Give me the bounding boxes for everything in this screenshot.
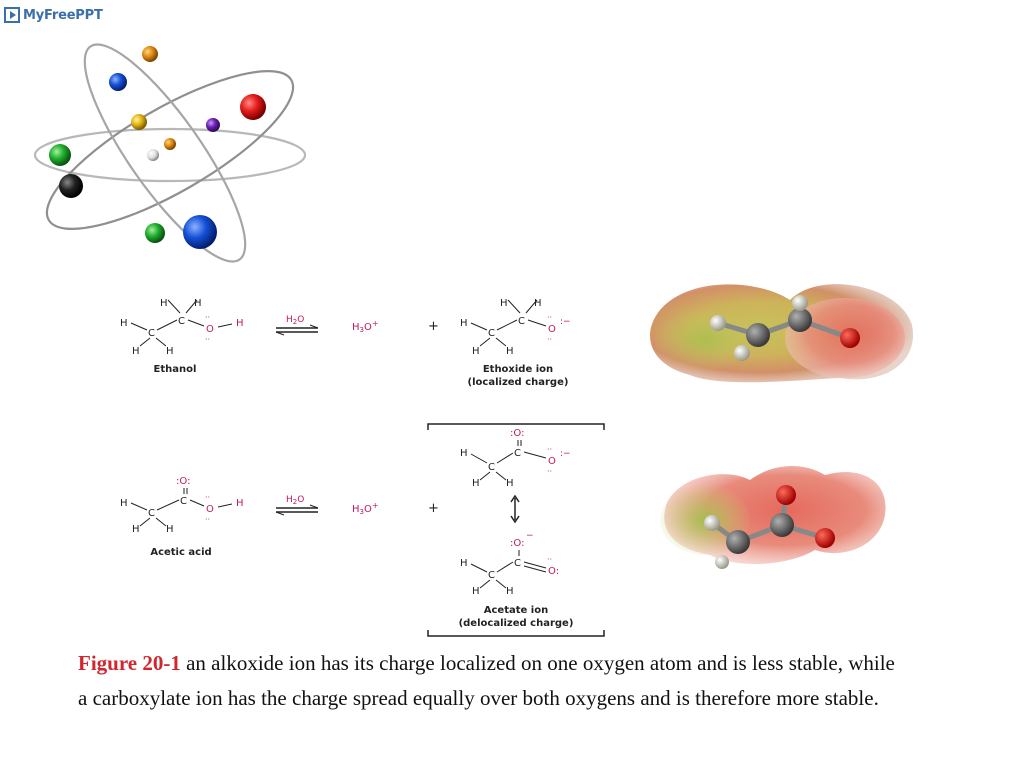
caption-text: an alkoxide ion has its charge localized… — [78, 651, 895, 710]
acetic-acid-label: Acetic acid — [150, 547, 211, 558]
plus-sign-1: + — [428, 319, 439, 334]
svg-text:C: C — [488, 570, 495, 581]
svg-text:··: ·· — [547, 445, 552, 454]
svg-text::−: :− — [560, 317, 571, 327]
svg-text::O:: :O: — [176, 476, 190, 487]
acetate-label: Acetate ion — [484, 605, 548, 616]
svg-text:H: H — [160, 298, 168, 309]
ethoxide-sublabel: (localized charge) — [468, 377, 569, 388]
svg-text:O: O — [206, 504, 214, 515]
svg-text:C: C — [514, 448, 521, 459]
svg-text:··: ·· — [547, 467, 552, 476]
svg-text:··: ·· — [205, 313, 210, 322]
svg-text:H: H — [506, 346, 514, 357]
svg-text:H: H — [472, 346, 480, 357]
figure-caption: Figure 20-1 an alkoxide ion has its char… — [78, 646, 898, 716]
figure-label: Figure 20-1 — [78, 651, 181, 675]
svg-text:C: C — [488, 328, 495, 339]
svg-text:C: C — [488, 462, 495, 473]
svg-text:··: ·· — [205, 515, 210, 524]
svg-text:··: ·· — [547, 313, 552, 322]
svg-text:··: ·· — [547, 555, 552, 564]
svg-text:H: H — [132, 346, 140, 357]
svg-text:H2O: H2O — [286, 495, 304, 506]
svg-text:··: ·· — [205, 493, 210, 502]
acetate-potential-map — [660, 465, 886, 569]
svg-text:··: ·· — [205, 335, 210, 344]
svg-text:H: H — [194, 298, 202, 309]
svg-text:O: O — [206, 324, 214, 335]
svg-text:O: O — [548, 324, 556, 335]
plus-sign-2: + — [428, 501, 439, 516]
svg-text:C: C — [148, 328, 155, 339]
svg-text:H: H — [472, 478, 480, 489]
svg-text:··: ·· — [547, 335, 552, 344]
svg-text:H3O+: H3O+ — [352, 501, 379, 516]
svg-text:C: C — [148, 508, 155, 519]
logo-text: MyFreePPT — [23, 7, 103, 23]
svg-text:H: H — [460, 318, 468, 329]
svg-text:H: H — [460, 558, 468, 569]
ethanol-label: Ethanol — [154, 364, 197, 375]
svg-text:H: H — [166, 346, 174, 357]
svg-text:H: H — [236, 498, 244, 509]
svg-text:O:: O: — [548, 566, 559, 577]
svg-text:H3O+: H3O+ — [352, 319, 379, 334]
svg-text:H: H — [500, 298, 508, 309]
svg-text:C: C — [514, 558, 521, 569]
play-icon — [4, 7, 20, 23]
svg-text:H: H — [506, 586, 514, 597]
svg-text:H: H — [472, 586, 480, 597]
svg-text::O:: :O: — [510, 428, 524, 439]
ethoxide-label: Ethoxide ion — [483, 364, 553, 375]
svg-text:H: H — [120, 498, 128, 509]
svg-text::O:: :O: — [510, 538, 524, 549]
svg-text:C: C — [178, 316, 185, 327]
svg-text:H: H — [534, 298, 542, 309]
ethoxide-potential-map — [650, 284, 914, 383]
acetate-sublabel: (delocalized charge) — [459, 618, 574, 629]
logo: MyFreePPT — [4, 4, 103, 26]
svg-text:−: − — [526, 531, 534, 541]
svg-text::−: :− — [560, 449, 571, 459]
svg-text:H: H — [120, 318, 128, 329]
svg-text:H: H — [132, 524, 140, 535]
svg-text:H: H — [506, 478, 514, 489]
svg-text:H: H — [236, 318, 244, 329]
svg-text:H: H — [460, 448, 468, 459]
svg-text:H2O: H2O — [286, 315, 304, 326]
svg-text:C: C — [180, 496, 187, 507]
svg-text:H: H — [166, 524, 174, 535]
svg-text:O: O — [548, 456, 556, 467]
svg-text:C: C — [518, 316, 525, 327]
atom-illustration — [33, 43, 307, 263]
